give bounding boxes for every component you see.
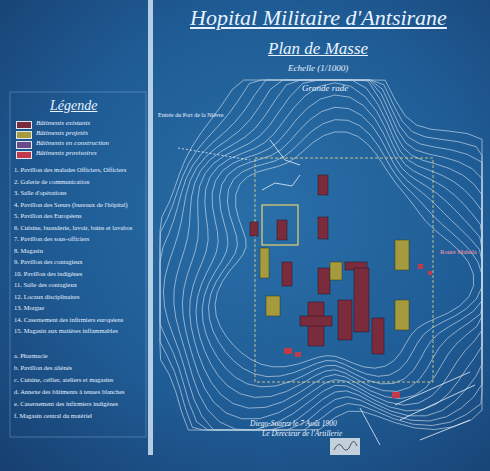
legend-item: 2. Galerie de communication	[14, 178, 89, 185]
signature-patch	[330, 438, 360, 455]
contour-line	[160, 80, 482, 430]
planned-buildings	[260, 240, 409, 330]
paths-and-roads	[178, 140, 475, 445]
legend-item: 1. Pavillon des malades Officiers, Offic…	[14, 166, 126, 173]
existing-buildings	[250, 175, 384, 354]
heading: Plan de Masse	[268, 40, 368, 59]
map-label: Le Directeur de l'Artillerie	[262, 430, 342, 438]
legend-item: 14. Casernement des infirmiers européens	[14, 316, 123, 323]
contour-line	[163, 80, 482, 430]
legend-text: Bâtiments projetés	[36, 130, 88, 138]
legend-item: a. Pharmacie	[14, 352, 48, 359]
heading: Légende	[50, 98, 97, 113]
legend-swatch	[16, 141, 32, 149]
margin-strip	[148, 0, 153, 455]
legend-swatch	[16, 121, 32, 129]
contour-line	[196, 95, 482, 397]
contour-line	[160, 80, 482, 430]
contour-lines	[160, 80, 482, 430]
legend-item: 13. Morgue	[14, 304, 44, 311]
heading: Echelle (1/1000)	[288, 64, 348, 74]
legend-item: 3. Salle d'opérations	[14, 189, 67, 196]
legend-item: 9. Pavillon des contagieux	[14, 258, 83, 265]
legend-item: 6. Cuisine, buanderie, lavoir, bains et …	[14, 224, 132, 231]
legend-item: c. Cuisine, cellier, ateliers et magasin…	[14, 376, 113, 383]
legend-item: d. Annexe des bâtiments à tenues blanche…	[14, 388, 125, 395]
contour-line	[174, 80, 482, 430]
map-title: Hopital Militaire d'Antsirane	[190, 6, 447, 30]
legend-frame	[10, 92, 146, 437]
legend-swatch	[16, 151, 32, 159]
contour-line	[190, 83, 482, 408]
project-outline	[262, 205, 298, 245]
map-label: Route Mahela	[440, 248, 477, 255]
legend-item: 7. Pavillon des sous-officiers	[14, 235, 89, 242]
legend-item: 10. Pavillon des indigènes	[14, 270, 82, 277]
legend-item: 8. Magasin	[14, 247, 43, 254]
legend-text: Bâtiments existants	[36, 120, 90, 128]
legend-item: 5. Pavillon des Européens	[14, 212, 82, 219]
legend-item: 12. Locaux disciplinaires	[14, 293, 80, 300]
contour-line	[215, 132, 474, 368]
legend-item: 4. Pavillon des Sœurs (bureaux de l'hôpi…	[14, 201, 128, 208]
legend-item: b. Pavillon des aliénés	[14, 364, 72, 371]
legend-item: 11. Salle des contagieux	[14, 281, 77, 288]
map-label: Diego-Suarez le 7 Août 1900	[250, 420, 337, 428]
contour-line	[182, 80, 482, 419]
map-label: Grande rade	[302, 84, 348, 94]
provisional-buildings	[284, 264, 432, 398]
legend-text: Bâtiments en construction	[36, 140, 109, 148]
legend-swatch	[16, 131, 32, 139]
legend-text: Bâtiments provisoires	[36, 150, 97, 158]
legend-item: e. Casernement des infirmiers indigènes	[14, 400, 118, 407]
signature	[334, 441, 357, 450]
contour-line	[160, 80, 482, 430]
map-label: Entrée du Port de la Nièvre	[158, 112, 223, 119]
legend-item: f. Magasin central du matériel	[14, 412, 92, 419]
contour-line	[202, 107, 482, 387]
legend-item: 15. Magasin aux matières inflammables	[14, 327, 118, 334]
site-boundary	[255, 158, 433, 382]
